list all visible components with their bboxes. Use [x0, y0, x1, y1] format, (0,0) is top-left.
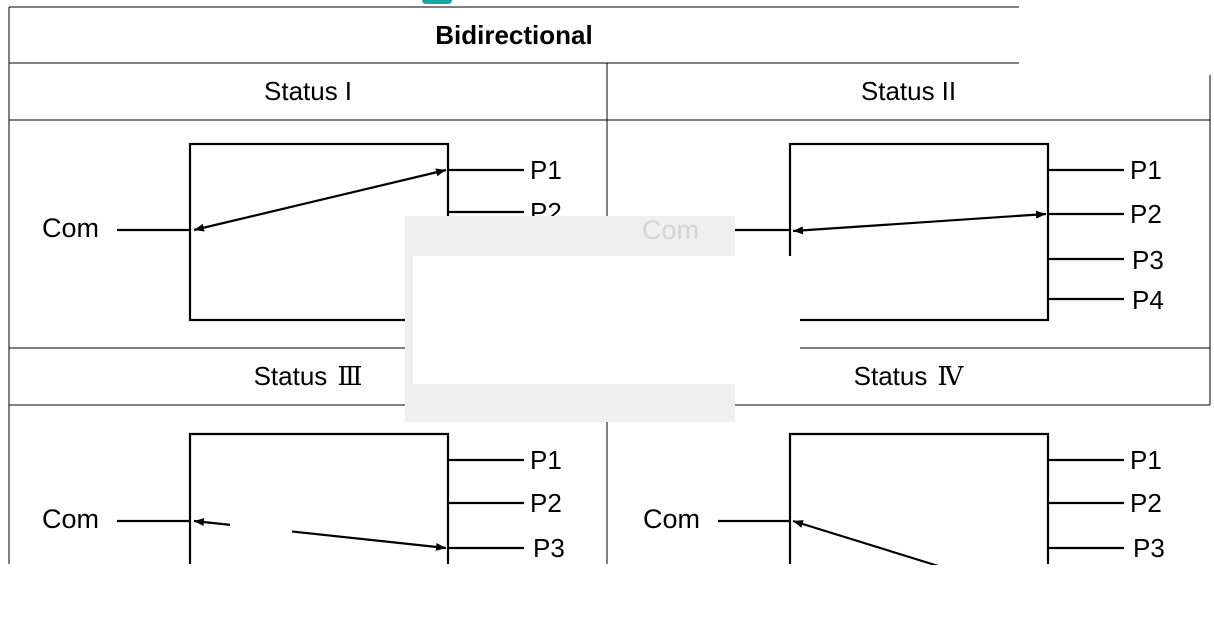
- switch-diagram-status-3: [117, 432, 524, 564]
- port-label-p2: P2: [1130, 488, 1162, 518]
- table-title: Bidirectional: [435, 19, 593, 50]
- arrow-occlusion: [950, 565, 1010, 575]
- status-numeral: I: [344, 76, 352, 106]
- com-label: Com: [42, 504, 100, 534]
- status-word: Status: [860, 76, 935, 106]
- port-label-p1: P1: [1130, 155, 1162, 185]
- switch-diagram-status-4: [718, 432, 1124, 584]
- status-numeral: II: [941, 76, 957, 106]
- port-label-p1: P1: [530, 155, 562, 185]
- port-label-p1: P1: [530, 445, 562, 475]
- page-cutoff: [0, 565, 1214, 642]
- switch-diagram-status-2: [718, 142, 1124, 322]
- port-label-p2: P2: [530, 488, 562, 518]
- com-label: Com: [42, 213, 100, 243]
- port-label-p3: P3: [1132, 245, 1164, 275]
- title-accent-sliver: [422, 0, 452, 4]
- status-numeral: Ⅲ: [337, 361, 363, 392]
- com-label: Com: [643, 504, 701, 534]
- status-header-3: Status Ⅲ: [9, 348, 607, 405]
- status-header-4: Status Ⅳ: [607, 348, 1210, 405]
- grid-lines: [8, 6, 1211, 564]
- port-label-p3: P3: [533, 533, 565, 563]
- com-label-faded: Com: [642, 215, 700, 245]
- status-word: Status: [264, 76, 338, 106]
- status-word: Status: [853, 361, 928, 391]
- status-word: Status: [253, 361, 328, 391]
- center-overlay-white: [413, 256, 800, 384]
- port-label-p1: P1: [1130, 445, 1162, 475]
- status-numeral: Ⅳ: [937, 361, 964, 392]
- port-label-p4: P4: [1132, 285, 1164, 315]
- port-label-p2: P2: [1130, 199, 1162, 229]
- port-label-p3: P3: [1133, 533, 1165, 563]
- arrow-occlusion: [230, 522, 292, 538]
